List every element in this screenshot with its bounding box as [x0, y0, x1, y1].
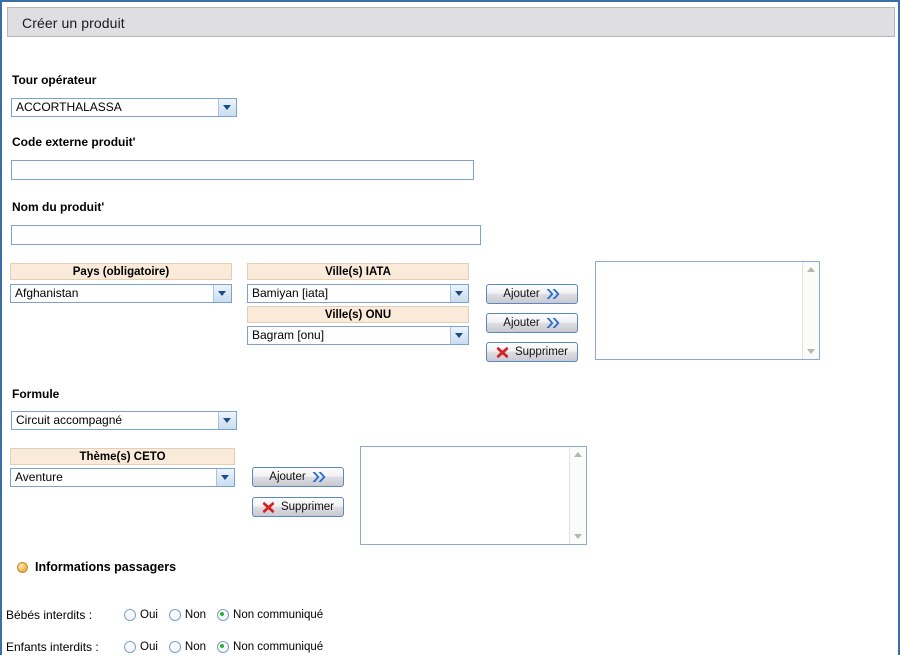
scroll-up-arrow-icon[interactable]	[570, 447, 586, 463]
theme-header-text: Thème(s) CETO	[79, 450, 166, 463]
formula-value: Circuit accompagné	[16, 413, 123, 427]
chevron-double-right-icon	[546, 289, 560, 299]
children-forbidden-option-non[interactable]: Non	[168, 641, 207, 653]
babies-option-oui-label: Oui	[140, 609, 158, 621]
chevron-double-right-icon	[546, 318, 560, 328]
remove-destination-button[interactable]: Supprimer	[486, 342, 578, 362]
tour-operator-select[interactable]: ACCORTHALASSA	[11, 98, 237, 117]
window-titlebar: Créer un produit	[7, 7, 895, 37]
delete-cross-icon	[262, 501, 275, 513]
theme-listbox-scrollbar[interactable]	[569, 447, 586, 544]
destination-listbox-scrollbar[interactable]	[802, 262, 819, 359]
theme-value: Aventure	[15, 470, 63, 484]
children-option-non-label: Non	[184, 641, 207, 653]
product-name-input[interactable]	[11, 225, 481, 245]
city-iata-column-header: Ville(s) IATA	[247, 263, 469, 280]
children-option-non-communique-label: Non communiqué	[233, 641, 324, 653]
city-iata-value: Bamiyan [iata]	[252, 286, 329, 300]
radio-circle-icon[interactable]	[168, 641, 181, 653]
radio-circle-icon[interactable]	[168, 609, 181, 621]
add-theme-button-label: Ajouter	[269, 471, 306, 483]
chevron-down-icon[interactable]	[213, 285, 231, 302]
tour-operator-value: ACCORTHALASSA	[16, 100, 122, 114]
children-forbidden-label: Enfants interdits :	[6, 640, 99, 654]
chevron-down-icon[interactable]	[450, 285, 468, 302]
city-iata-header-text: Ville(s) IATA	[325, 265, 391, 278]
city-iata-select[interactable]: Bamiyan [iata]	[247, 284, 469, 303]
add-onu-button-label: Ajouter	[503, 317, 540, 329]
destination-listbox-items	[596, 262, 802, 359]
tour-operator-label: Tour opérateur	[12, 73, 97, 87]
children-option-oui-label: Oui	[140, 641, 158, 653]
scroll-down-arrow-icon[interactable]	[570, 528, 586, 544]
babies-forbidden-option-non[interactable]: Non	[168, 609, 207, 621]
theme-listbox-items	[361, 447, 569, 544]
add-iata-button-label: Ajouter	[503, 288, 540, 300]
country-select[interactable]: Afghanistan	[10, 284, 232, 303]
radio-circle-icon[interactable]	[124, 641, 136, 653]
babies-option-non-label: Non	[184, 609, 207, 621]
city-onu-select[interactable]: Bagram [onu]	[247, 326, 469, 345]
chevron-down-icon[interactable]	[450, 327, 468, 344]
children-forbidden-row: Enfants interdits : Oui Non Non communiq…	[6, 638, 323, 656]
chevron-double-right-icon	[312, 472, 326, 482]
scroll-down-arrow-icon[interactable]	[803, 343, 819, 359]
theme-column-header: Thème(s) CETO	[10, 448, 235, 465]
delete-cross-icon	[496, 346, 509, 358]
chevron-down-icon[interactable]	[216, 469, 234, 486]
babies-forbidden-option-non-communique[interactable]: Non communiqué	[217, 609, 323, 621]
add-onu-button[interactable]: Ajouter	[486, 313, 578, 333]
bullet-dot-icon	[17, 561, 28, 573]
city-onu-column-header: Ville(s) ONU	[247, 306, 469, 323]
babies-forbidden-radio-group[interactable]: Oui Non Non communiqué	[124, 609, 323, 621]
chevron-down-icon[interactable]	[218, 99, 236, 116]
babies-forbidden-label: Bébés interdits :	[6, 608, 93, 622]
remove-theme-button[interactable]: Supprimer	[252, 497, 344, 517]
add-iata-button[interactable]: Ajouter	[486, 284, 578, 304]
external-code-input[interactable]	[11, 160, 474, 180]
country-header-text: Pays (obligatoire)	[72, 265, 170, 278]
remove-theme-button-label: Supprimer	[280, 501, 335, 513]
remove-destination-button-label: Supprimer	[514, 346, 569, 358]
page-title: Créer un produit	[22, 15, 125, 31]
passenger-section-heading-text: Informations passagers	[35, 560, 177, 574]
theme-listbox[interactable]	[360, 446, 587, 545]
babies-forbidden-row: Bébés interdits : Oui Non Non communiqué	[6, 606, 323, 624]
chevron-down-icon[interactable]	[218, 412, 236, 429]
city-onu-header-text: Ville(s) ONU	[324, 308, 392, 321]
babies-forbidden-option-oui[interactable]: Oui	[124, 609, 158, 621]
product-name-label: Nom du produit'	[12, 200, 105, 214]
children-forbidden-option-non-communique[interactable]: Non communiqué	[217, 641, 323, 653]
city-onu-value: Bagram [onu]	[252, 328, 325, 342]
country-column-header: Pays (obligatoire)	[10, 263, 232, 280]
passenger-section-heading: Informations passagers	[17, 560, 176, 574]
radio-circle-icon[interactable]	[217, 641, 230, 653]
children-forbidden-radio-group[interactable]: Oui Non Non communiqué	[124, 641, 323, 653]
destination-listbox[interactable]	[595, 261, 820, 360]
children-forbidden-option-oui[interactable]: Oui	[124, 641, 158, 653]
country-value: Afghanistan	[15, 286, 79, 300]
theme-select[interactable]: Aventure	[10, 468, 235, 487]
radio-circle-icon[interactable]	[124, 609, 136, 621]
formula-label: Formule	[12, 387, 60, 401]
external-code-label: Code externe produit'	[12, 135, 136, 149]
scroll-up-arrow-icon[interactable]	[803, 262, 819, 278]
add-theme-button[interactable]: Ajouter	[252, 467, 344, 487]
formula-select[interactable]: Circuit accompagné	[11, 411, 237, 430]
radio-circle-icon[interactable]	[217, 609, 230, 621]
babies-option-non-communique-label: Non communiqué	[233, 609, 324, 621]
